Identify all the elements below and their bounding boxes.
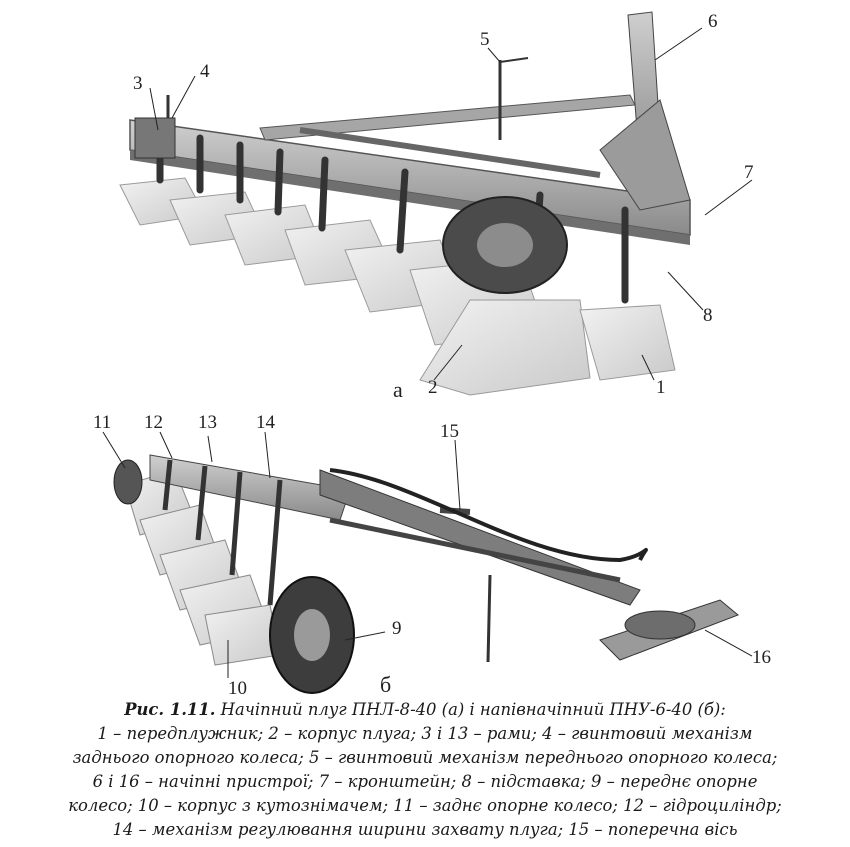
plough-a-leader-lines — [149, 27, 753, 381]
caption-line: 14 – механізм регулювання ширини захвату… — [112, 820, 738, 839]
callout-5: 5 — [480, 29, 490, 50]
callout-8: 8 — [703, 305, 713, 326]
figure-caption: Рис. 1.11. Начіпний плуг ПНЛ-8-40 (а) і … — [0, 698, 850, 842]
caption-line: 6 і 16 – начіпні пристрої; 7 – кронштейн… — [92, 772, 758, 791]
callout-6: 6 — [708, 11, 718, 32]
callout-16: 16 — [752, 647, 771, 668]
caption-line: колесо; 10 – корпус з кутознімачем; 11 –… — [68, 796, 782, 815]
plough-b-bodies — [124, 469, 281, 666]
callout-15: 15 — [440, 421, 459, 442]
caption-line: заднього опорного колеса; 5 – гвинтовий … — [72, 748, 778, 767]
plough-b-illustration — [102, 431, 753, 694]
callout-14: 14 — [256, 412, 275, 433]
caption-title-text: Начіпний плуг ПНЛ-8-40 (а) і напівначіпн… — [220, 700, 726, 719]
callout-4: 4 — [200, 61, 210, 82]
callout-11: 11 — [93, 412, 112, 433]
callout-2: 2 — [428, 377, 438, 398]
callout-3: 3 — [133, 73, 143, 94]
plough-b-leader-lines — [102, 431, 753, 678]
callout-10: 10 — [228, 678, 247, 699]
plough-a-frame — [129, 11, 691, 304]
callout-12: 12 — [144, 412, 163, 433]
caption-title: Рис. 1.11. Начіпний плуг ПНЛ-8-40 (а) і … — [0, 698, 850, 722]
caption-line: 1 – передплужник; 2 – корпус плуга; 3 і … — [97, 724, 753, 743]
part-a-label: а — [393, 377, 403, 402]
callout-7: 7 — [744, 162, 754, 183]
caption-figure-number: Рис. 1.11. — [124, 700, 216, 719]
plough-a-illustration — [119, 11, 753, 396]
plough-figure — [102, 11, 753, 694]
callout-13: 13 — [198, 412, 217, 433]
callout-9: 9 — [392, 618, 402, 639]
part-b-label: б — [380, 672, 392, 697]
plough-a-shares — [119, 177, 676, 396]
callout-1: 1 — [656, 377, 666, 398]
